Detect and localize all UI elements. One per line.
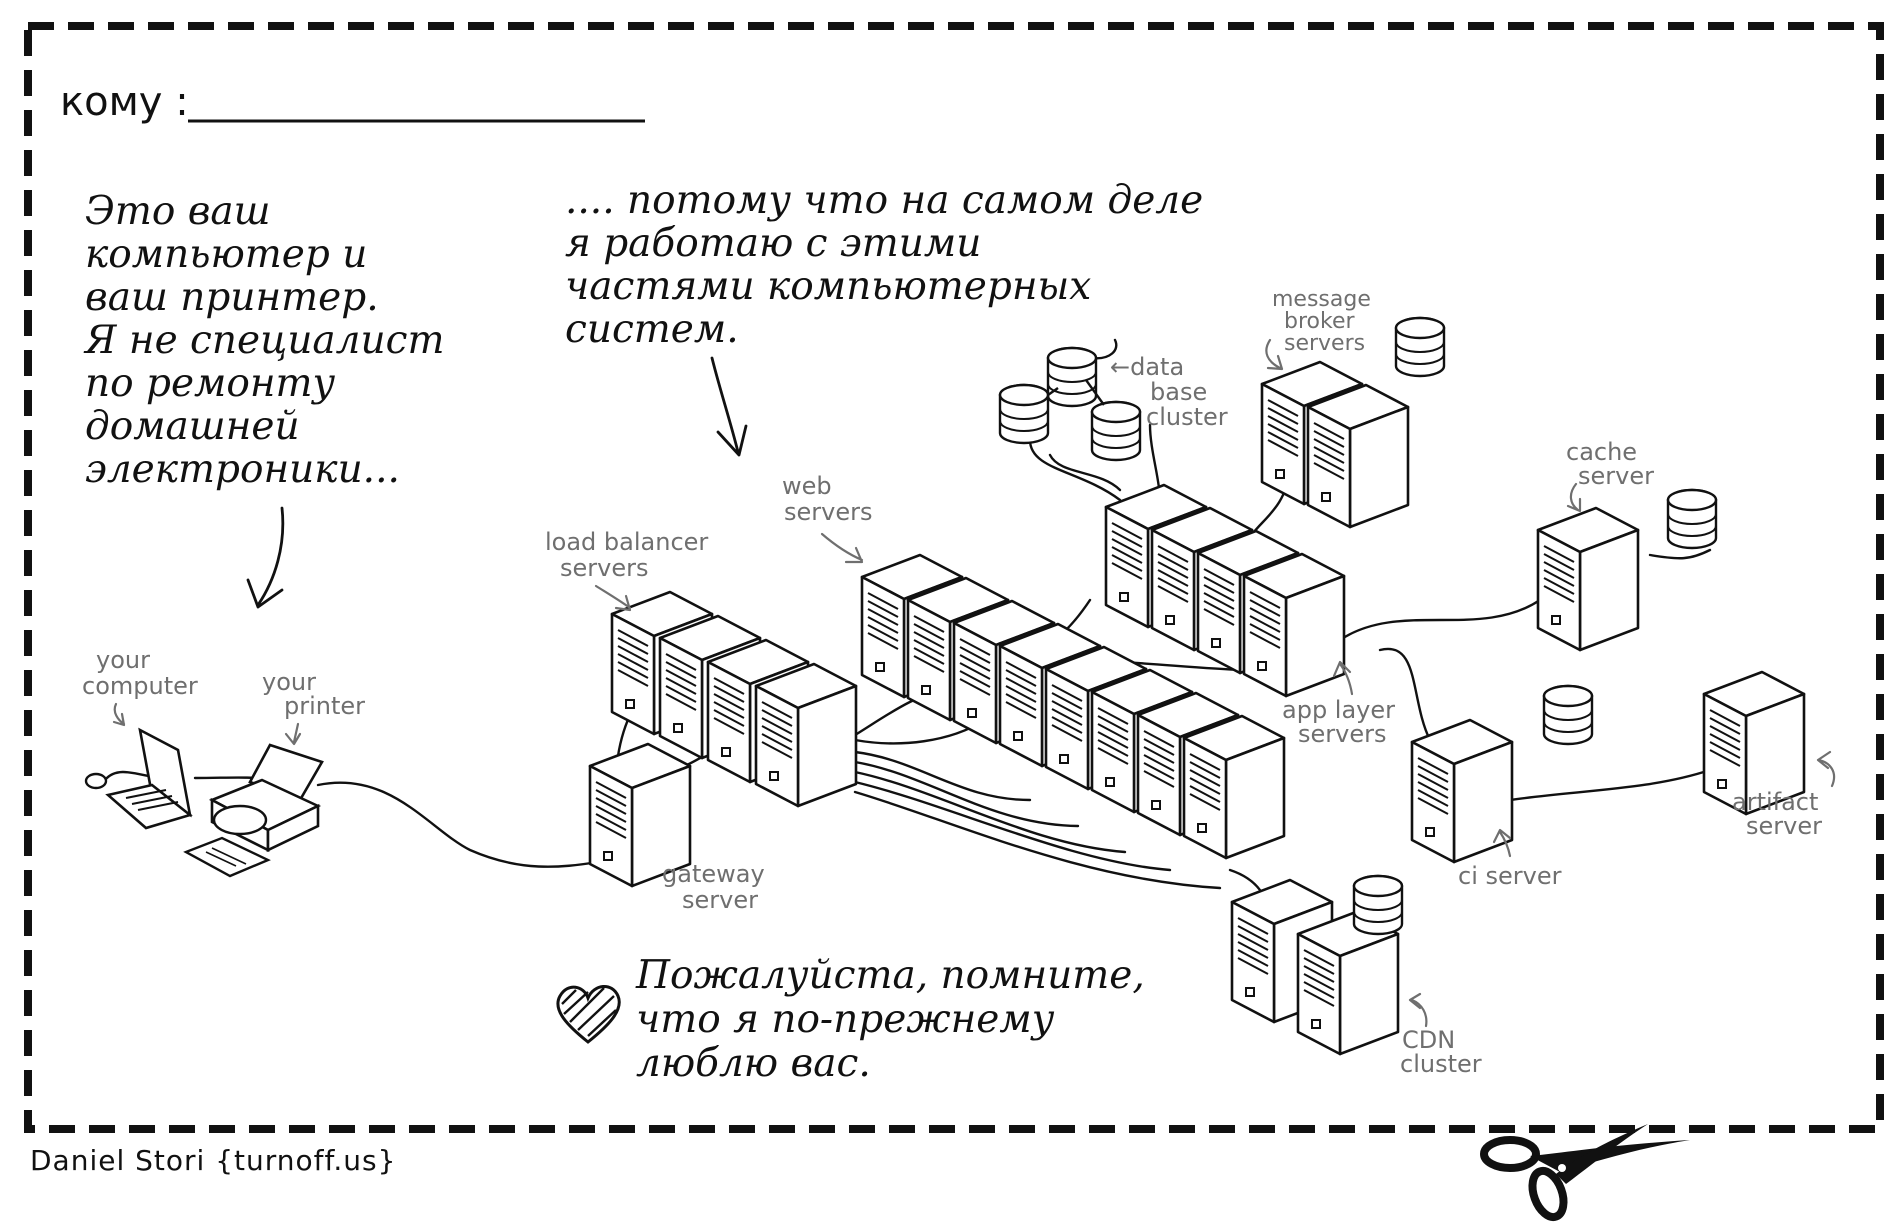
left-note-line: домашней — [85, 404, 300, 449]
closing-note-line: люблю вас. — [636, 1041, 871, 1086]
left-note-line: ваш принтер. — [85, 275, 379, 320]
closing-note-text: Пожалуйста, помните, что я по-прежнему л… — [635, 953, 1157, 1086]
server-icon — [1242, 552, 1346, 698]
ci-arrow — [1492, 828, 1512, 858]
middle-note-text: .... потому что на самом деле я работаю … — [565, 178, 1216, 352]
gateway-label: gateway server — [662, 860, 772, 914]
artifact-arrow — [1816, 750, 1836, 788]
your-printer-label: your printer — [262, 668, 365, 720]
message-broker-arrow — [1265, 338, 1284, 371]
message-broker-label: message broker servers — [1272, 287, 1378, 356]
web-servers-arrow — [820, 532, 864, 564]
database-cluster — [998, 346, 1142, 462]
your-computer-label: your computer — [82, 646, 198, 700]
cdn-arrow — [1408, 992, 1428, 1028]
load-balancer-label: load balancer servers — [545, 528, 716, 582]
closing-note-line: Пожалуйста, помните, — [635, 953, 1145, 998]
left-note-line: Это ваш — [85, 189, 271, 234]
left-note: Это ваш компьютер и ваш принтер. Я не сп… — [83, 189, 457, 609]
middle-note-arrow — [710, 356, 748, 457]
your-printer-arrow — [284, 722, 302, 746]
app-layer-arrow — [1332, 660, 1354, 696]
heart-icon — [556, 985, 621, 1044]
load-balancer-arrow — [594, 584, 632, 612]
server-icon — [1410, 718, 1514, 864]
left-note-line: по ремонту — [85, 361, 336, 406]
left-note-line: электроники... — [85, 447, 400, 492]
credit: Daniel Stori {turnoff.us} — [30, 1144, 396, 1177]
database-icon — [1542, 684, 1594, 746]
middle-note-line: частями компьютерных — [565, 264, 1091, 309]
server-icon — [1306, 383, 1410, 529]
artifact-label: artifact server — [1732, 788, 1826, 840]
left-note-line: компьютер и — [85, 232, 367, 277]
middle-note-line: .... потому что на самом деле — [565, 178, 1203, 223]
middle-note-line: систем. — [565, 307, 739, 352]
server-icon — [1536, 506, 1640, 652]
database-label: ←data base cluster — [1110, 353, 1228, 431]
cdn-label: CDN cluster — [1400, 1026, 1482, 1078]
server-icon — [1182, 714, 1286, 860]
cache-label: cache server — [1566, 438, 1654, 490]
scissors-icon — [1480, 1124, 1690, 1222]
closing-note: Пожалуйста, помните, что я по-прежнему л… — [556, 953, 1157, 1086]
device-labels: your computer your printer load balancer… — [82, 287, 1836, 1078]
dashed-border — [24, 22, 1884, 1133]
database-icon — [1666, 488, 1718, 550]
mouse — [84, 772, 108, 790]
left-note-text: Это ваш компьютер и ваш принтер. Я не сп… — [83, 189, 457, 492]
your-printer — [183, 743, 324, 878]
your-computer-arrow — [112, 702, 126, 727]
ci-label: ci server — [1458, 862, 1562, 890]
closing-note-line: что я по-прежнему — [636, 997, 1055, 1042]
cdn-cluster — [1230, 874, 1404, 1056]
cache-server — [1536, 488, 1718, 652]
left-note-arrow — [246, 506, 285, 609]
server-icon — [754, 662, 858, 808]
middle-note-line: я работаю с этими — [565, 221, 981, 266]
database-icon — [998, 383, 1050, 445]
recipient-field: кому : — [60, 79, 645, 125]
database-icon — [1046, 346, 1098, 408]
left-note-line: Я не специалист — [83, 318, 444, 363]
your-computer — [84, 727, 193, 830]
database-icon — [1090, 400, 1142, 462]
middle-note: .... потому что на самом деле я работаю … — [565, 178, 1216, 457]
recipient-label: кому : — [60, 79, 189, 125]
web-servers-label: web servers — [782, 472, 872, 526]
database-icon — [1352, 874, 1404, 936]
database-icon — [1394, 316, 1446, 378]
app-layer-label: app layer servers — [1282, 696, 1403, 748]
laptop-base — [105, 783, 193, 830]
cache-arrow — [1566, 482, 1582, 513]
